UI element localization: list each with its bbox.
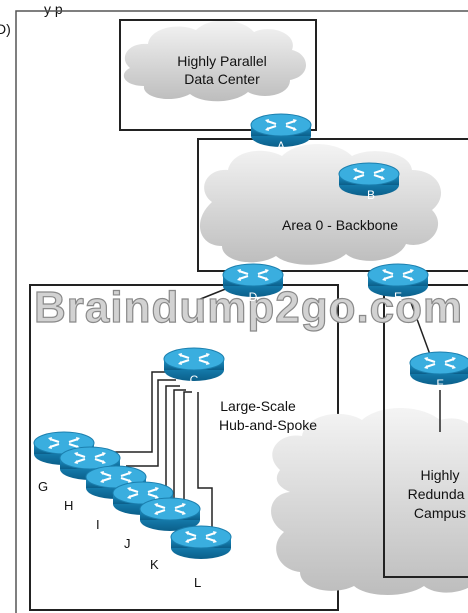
link-c-i (152, 385, 180, 487)
datacenter-cloud (123, 20, 306, 102)
link-c-k (183, 391, 198, 517)
router-k[interactable] (139, 497, 201, 532)
hub-label-line1: Large-Scale (220, 398, 296, 414)
link-c-g (100, 371, 172, 453)
router-f-label: F (436, 377, 443, 391)
spoke-label-k: K (150, 557, 159, 572)
campus-box (383, 284, 468, 578)
datacenter-label-line1: Highly Parallel (177, 53, 266, 69)
router-e-label: E (394, 290, 402, 304)
backbone-cloud (199, 144, 442, 265)
link-e-f (409, 299, 433, 361)
router-d-label: D (249, 290, 258, 304)
link-c-l (197, 392, 213, 530)
datacenter-box (119, 19, 317, 131)
spoke-label-l: L (194, 575, 201, 590)
datacenter-label-line2: Data Center (184, 71, 260, 87)
campus-label-line3: Campus (414, 505, 466, 521)
backbone-label: Area 0 - Backbone (282, 217, 398, 233)
backbone-box (197, 138, 468, 272)
campus-label-line2: Redunda (408, 486, 465, 502)
spoke-label-i: I (96, 517, 100, 532)
campus-label-line1: Highly (421, 467, 460, 483)
spoke-label-j: J (124, 536, 131, 551)
option-letter: D) (0, 21, 11, 37)
router-a-label: A (277, 139, 285, 153)
links (100, 279, 441, 530)
hub-label-line2: Hub-and-Spoke (219, 417, 317, 433)
campus-cloud (271, 408, 468, 595)
spoke-label-g: G (38, 479, 48, 494)
router-c-label: C (190, 373, 199, 387)
outer-frame (15, 10, 468, 613)
router-l[interactable] (170, 525, 232, 560)
spoke-label-h: H (64, 498, 73, 513)
router-b-label: B (367, 188, 375, 202)
header-text-fragment: y p (44, 1, 63, 17)
link-c-h (126, 379, 176, 467)
